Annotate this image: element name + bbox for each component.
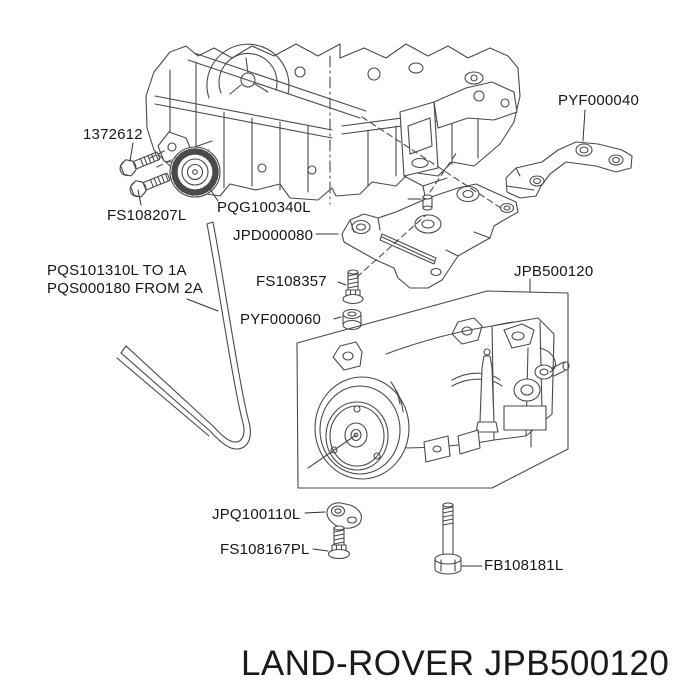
part-label-jpd000080: JPD000080 <box>233 227 314 244</box>
spacer-plate-drawing <box>326 502 362 529</box>
part-label-fs108167pl: FS108167PL <box>220 541 310 558</box>
part-label-fs108357: FS108357 <box>256 273 327 290</box>
bolt-icon <box>342 269 364 305</box>
compressor-drawing <box>307 317 570 480</box>
strap-bracket-drawing <box>505 141 633 199</box>
part-label-fs108207l: FS108207L <box>107 207 187 224</box>
part-label-belt-line2: PQS000180 FROM 2A <box>47 280 203 297</box>
part-label-pqg100340l: PQG100340L <box>217 199 311 216</box>
compressor-box-outline <box>296 290 569 489</box>
bolt-icon <box>434 502 462 575</box>
engine-block-drawing <box>145 43 521 205</box>
part-label-jpq100110l: JPQ100110L <box>212 506 301 523</box>
stud-icon <box>422 194 433 211</box>
part-label-pyf000040: PYF000040 <box>558 92 640 109</box>
tensioner-pulley-drawing <box>157 131 221 198</box>
bolt-icon <box>327 525 351 560</box>
bolt-icon <box>119 151 161 177</box>
leader-lines <box>129 109 586 567</box>
alignment-dash-lines <box>149 116 505 278</box>
part-label-belt-line1: PQS101310L TO 1A <box>47 262 187 279</box>
part-label-jpb500120: JPB500120 <box>514 263 594 280</box>
part-label-pyf000060: PYF000060 <box>240 311 322 328</box>
bolt-icon <box>129 172 171 198</box>
mount-bracket-drawing <box>341 183 519 289</box>
part-label-fb108181l: FB108181L <box>484 557 564 574</box>
footer-brand-part-text: LAND-ROVER JPB500120 <box>241 644 670 683</box>
part-label-1372612: 1372612 <box>83 126 143 143</box>
drive-belt-drawing <box>116 221 251 450</box>
